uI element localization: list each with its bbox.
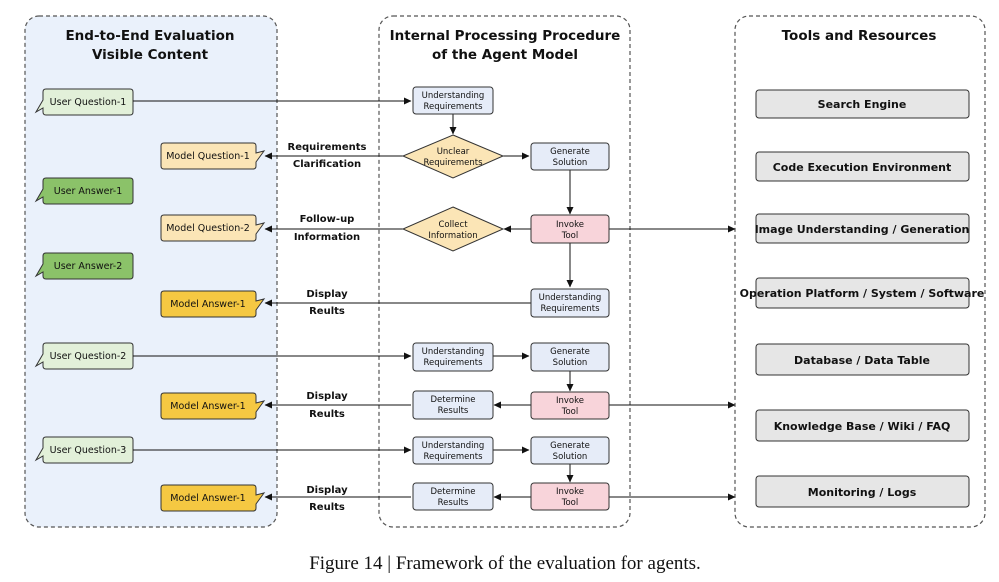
right-panel-title: Tools and Resources <box>782 28 937 44</box>
model-question-1-label: Model Question-1 <box>166 151 250 162</box>
node-determine-2-line2: Results <box>438 406 469 416</box>
node-generate-2-line1: Generate <box>550 347 590 357</box>
node-generate-solution-2: Generate Solution <box>530 342 610 372</box>
tool-knowledge-base-label: Knowledge Base / Wiki / FAQ <box>774 420 951 433</box>
node-invoke-tool-2: Invoke Tool <box>530 391 610 420</box>
node-generate-1-line1: Generate <box>550 147 590 157</box>
node-invoke-2-line2: Tool <box>561 407 579 417</box>
left-panel-title-line1: End-to-End Evaluation <box>65 28 234 44</box>
node-understanding-requirements-1: Understanding Requirements <box>412 86 494 115</box>
tool-operation-platform-label: Operation Platform / System / Software <box>740 287 985 300</box>
user-question-3-label: User Question-3 <box>50 445 127 456</box>
edge-label-results-2: Reults <box>309 409 345 420</box>
node-generate-solution-1: Generate Solution <box>530 142 610 171</box>
node-understanding-3-line1: Understanding <box>422 441 485 451</box>
user-answer-1-label: User Answer-1 <box>54 186 123 197</box>
figure-caption: Figure 14 | Framework of the evaluation … <box>309 553 701 574</box>
node-invoke-tool-3: Invoke Tool <box>530 482 610 511</box>
middle-panel-title-line1: Internal Processing Procedure <box>390 28 621 44</box>
node-generate-3-line1: Generate <box>550 441 590 451</box>
node-determine-results-2: Determine Results <box>412 390 494 420</box>
node-generate-solution-3: Generate Solution <box>530 436 610 465</box>
node-unclear-line2: Requirements <box>423 158 483 168</box>
node-determine-3-line1: Determine <box>431 487 476 497</box>
node-generate-3-line2: Solution <box>553 452 588 462</box>
edge-label-display-2: Display <box>306 391 348 402</box>
tool-monitoring-logs-label: Monitoring / Logs <box>808 486 917 499</box>
node-unclear-requirements: Unclear Requirements <box>401 134 505 179</box>
tool-code-execution-label: Code Execution Environment <box>773 161 952 174</box>
tool-image-understanding-label: Image Understanding / Generation <box>755 223 970 236</box>
user-question-1-label: User Question-1 <box>50 97 127 108</box>
edge-label-information: Information <box>294 232 360 243</box>
node-invoke-1-line2: Tool <box>561 231 579 241</box>
tool-code-execution: Code Execution Environment <box>755 151 970 182</box>
edge-label-display-1: Display <box>306 289 348 300</box>
model-question-2-bubble: Model Question-2 <box>160 214 266 242</box>
node-understanding-2-line1: Understanding <box>422 347 485 357</box>
node-collect-line2: Information <box>428 231 477 241</box>
node-invoke-3-line2: Tool <box>561 498 579 508</box>
tool-search-engine: Search Engine <box>755 89 970 119</box>
node-generate-2-line2: Solution <box>553 358 588 368</box>
tool-search-engine-label: Search Engine <box>818 98 907 111</box>
model-answer-1a-label: Model Answer-1 <box>170 299 245 310</box>
model-question-2-label: Model Question-2 <box>166 223 250 234</box>
tool-monitoring-logs: Monitoring / Logs <box>755 475 970 508</box>
node-understanding-out-line2: Requirements <box>540 304 600 314</box>
node-understanding-1-line1: Understanding <box>422 91 485 101</box>
node-understanding-requirements-out: Understanding Requirements <box>530 288 610 318</box>
user-question-2-bubble: User Question-2 <box>34 342 134 370</box>
model-answer-1a-bubble: Model Answer-1 <box>160 290 266 318</box>
node-determine-2-line1: Determine <box>431 395 476 405</box>
model-answer-1b-label: Model Answer-1 <box>170 401 245 412</box>
tool-knowledge-base: Knowledge Base / Wiki / FAQ <box>755 409 970 442</box>
right-panel <box>734 15 986 528</box>
node-invoke-1-line1: Invoke <box>556 220 584 230</box>
edge-label-clarification: Clarification <box>293 159 361 170</box>
node-collect-line1: Collect <box>438 220 468 230</box>
left-panel-title-line2: Visible Content <box>92 47 209 63</box>
user-answer-2-bubble: User Answer-2 <box>34 252 134 280</box>
tool-image-understanding: Image Understanding / Generation <box>755 213 970 244</box>
user-question-3-bubble: User Question-3 <box>34 436 134 464</box>
tool-database-label: Database / Data Table <box>794 354 930 367</box>
node-invoke-tool-1: Invoke Tool <box>530 214 610 244</box>
user-question-2-label: User Question-2 <box>50 351 127 362</box>
user-question-1-bubble: User Question-1 <box>34 88 134 116</box>
edge-label-follow-up: Follow-up <box>300 214 355 225</box>
node-understanding-requirements-3: Understanding Requirements <box>412 436 494 465</box>
node-invoke-2-line1: Invoke <box>556 396 584 406</box>
model-answer-1c-bubble: Model Answer-1 <box>160 484 266 512</box>
node-unclear-line1: Unclear <box>437 147 470 157</box>
node-generate-1-line2: Solution <box>553 158 588 168</box>
model-answer-1c-label: Model Answer-1 <box>170 493 245 504</box>
node-understanding-2-line2: Requirements <box>423 358 483 368</box>
tool-database: Database / Data Table <box>755 343 970 376</box>
user-answer-2-label: User Answer-2 <box>54 261 123 272</box>
edge-label-results-1: Reults <box>309 306 345 317</box>
model-question-1-bubble: Model Question-1 <box>160 142 266 170</box>
user-answer-1-bubble: User Answer-1 <box>34 177 134 205</box>
edge-label-results-3: Reults <box>309 502 345 513</box>
node-invoke-3-line1: Invoke <box>556 487 584 497</box>
node-understanding-1-line2: Requirements <box>423 102 483 112</box>
node-understanding-out-line1: Understanding <box>539 293 602 303</box>
tool-operation-platform: Operation Platform / System / Software <box>740 277 985 309</box>
edge-label-display-3: Display <box>306 485 348 496</box>
node-collect-information: Collect Information <box>401 206 505 252</box>
edge-label-requirements: Requirements <box>288 142 367 153</box>
middle-panel-title-line2: of the Agent Model <box>432 47 578 63</box>
node-determine-3-line2: Results <box>438 498 469 508</box>
node-understanding-3-line2: Requirements <box>423 452 483 462</box>
node-understanding-requirements-2: Understanding Requirements <box>412 342 494 372</box>
node-determine-results-3: Determine Results <box>412 482 494 511</box>
model-answer-1b-bubble: Model Answer-1 <box>160 392 266 420</box>
